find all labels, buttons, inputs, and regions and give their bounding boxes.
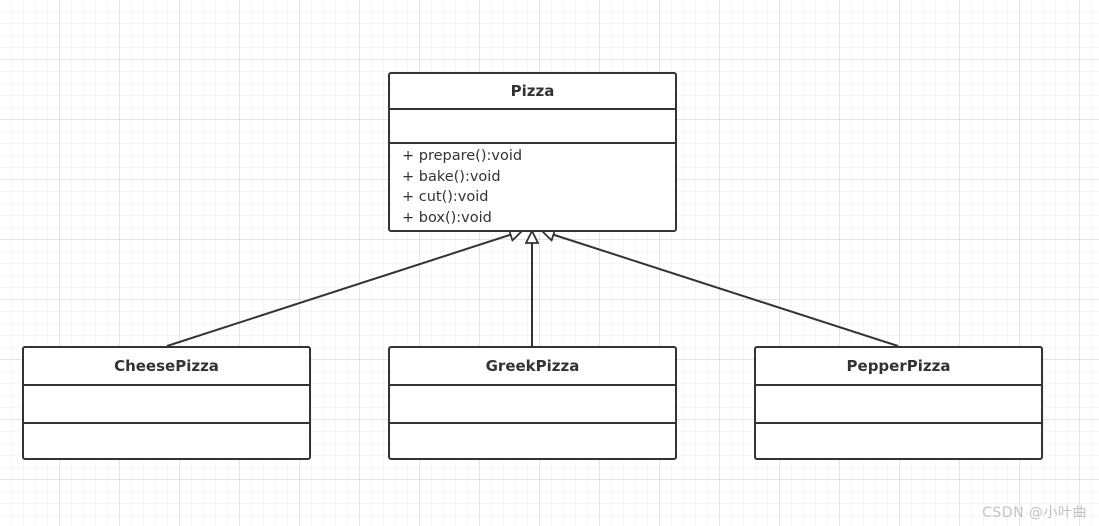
class-methods-pepperpizza bbox=[756, 424, 1041, 458]
method-cut: + cut():void bbox=[402, 189, 489, 205]
class-methods-pizza: + prepare():void + bake():void + cut():v… bbox=[390, 144, 675, 230]
class-box-pepperpizza[interactable]: PepperPizza bbox=[754, 346, 1043, 460]
class-name-cheesepizza: CheesePizza bbox=[24, 348, 309, 386]
class-methods-greekpizza bbox=[390, 424, 675, 458]
method-prepare: + prepare():void bbox=[402, 148, 523, 164]
class-name-greekpizza: GreekPizza bbox=[390, 348, 675, 386]
class-methods-cheesepizza bbox=[24, 424, 309, 458]
class-name-pizza: Pizza bbox=[390, 74, 675, 110]
class-attributes-pepperpizza bbox=[756, 386, 1041, 424]
class-attributes-cheesepizza bbox=[24, 386, 309, 424]
inheritance-edge-cheesepizza[interactable] bbox=[166, 231, 522, 347]
class-box-cheesepizza[interactable]: CheesePizza bbox=[22, 346, 311, 460]
watermark: CSDN @小叶曲 bbox=[982, 505, 1087, 521]
class-box-greekpizza[interactable]: GreekPizza bbox=[388, 346, 677, 460]
method-bake: + bake():void bbox=[402, 168, 501, 185]
method-box: + box():void bbox=[402, 209, 492, 226]
class-attributes-greekpizza bbox=[390, 386, 675, 424]
inheritance-edge-pepperpizza[interactable] bbox=[542, 231, 899, 347]
class-box-pizza[interactable]: Pizza + prepare():void + bake():void + c… bbox=[388, 72, 677, 232]
class-name-pepperpizza: PepperPizza bbox=[756, 348, 1041, 386]
class-attributes-pizza bbox=[390, 110, 675, 144]
